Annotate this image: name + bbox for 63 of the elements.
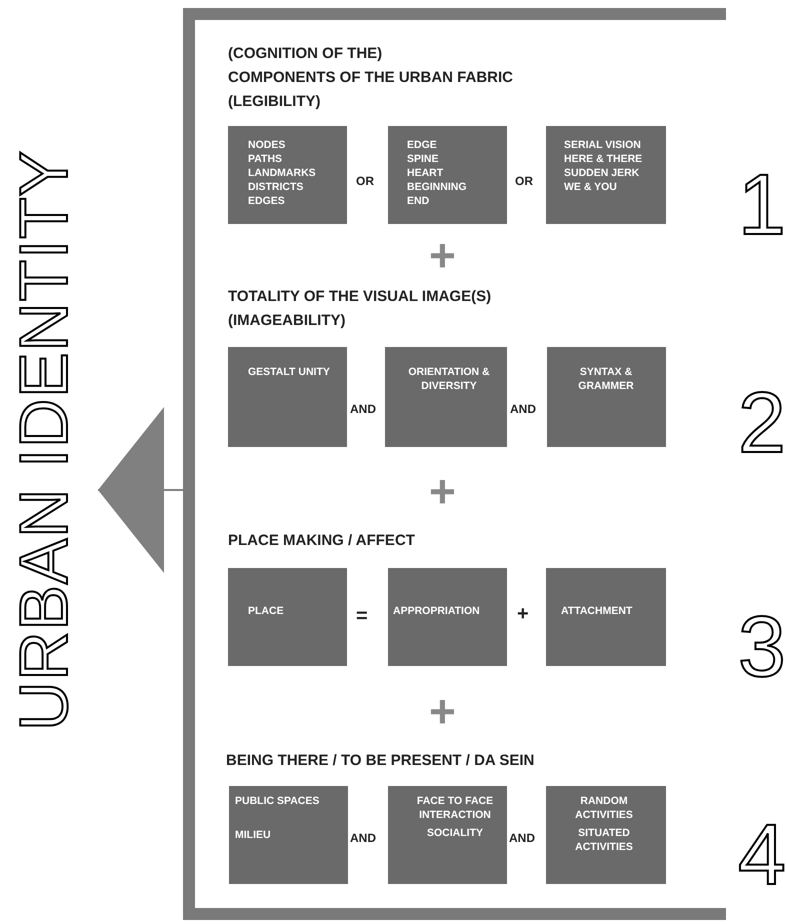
box-text: WE & YOU xyxy=(564,180,618,194)
section-heading: PLACE MAKING / AFFECT xyxy=(228,533,415,548)
concept-box xyxy=(547,347,666,447)
box-text: MILIEU xyxy=(235,828,272,842)
box-text: PATHS xyxy=(248,152,284,166)
box-text: SOCIALITY xyxy=(426,826,484,840)
box-text: ORIENTATION & DIVERSITY xyxy=(407,365,491,393)
concept-box xyxy=(388,126,507,224)
concept-box xyxy=(228,126,347,224)
section-heading: BEING THERE / TO BE PRESENT / DA SEIN xyxy=(226,753,534,768)
box-text: ATTACHMENT xyxy=(561,604,634,618)
concept-box xyxy=(228,347,347,447)
section-heading: (COGNITION OF THE) xyxy=(228,46,382,61)
box-text: SITUATED ACTIVITIES xyxy=(574,826,634,854)
section-heading: (LEGIBILITY) xyxy=(228,94,320,109)
box-text: SYNTAX & GRAMMER xyxy=(577,365,635,393)
section-number: 3 xyxy=(738,604,786,690)
box-text: END xyxy=(407,194,430,208)
concept-box xyxy=(546,126,666,224)
concept-box xyxy=(388,786,507,884)
section-heading: COMPONENTS OF THE URBAN FABRIC xyxy=(228,70,513,85)
operator-text: OR xyxy=(515,175,533,187)
box-text: FACE TO FACE INTERACTION xyxy=(416,794,494,822)
box-text: APPROPRIATION xyxy=(393,604,481,618)
plus-sign: + xyxy=(429,688,456,734)
box-text: SERIAL VISION xyxy=(564,138,642,152)
concept-box xyxy=(388,568,507,666)
concept-box xyxy=(228,568,347,666)
section-heading: TOTALITY OF THE VISUAL IMAGE(S) xyxy=(228,289,492,304)
operator-text: AND xyxy=(510,403,536,415)
operator-text: AND xyxy=(350,403,376,415)
box-text: LANDMARKS xyxy=(248,166,317,180)
section-number: 1 xyxy=(738,162,786,248)
section-number: 2 xyxy=(738,380,786,466)
box-text: NODES xyxy=(248,138,286,152)
concept-box xyxy=(229,786,348,884)
box-text: HEART xyxy=(407,166,444,180)
section-number: 4 xyxy=(738,812,786,898)
box-text: RANDOM ACTIVITIES xyxy=(574,794,634,822)
plus-sign: + xyxy=(429,468,456,514)
operator-text: AND xyxy=(350,832,376,844)
box-text: PLACE xyxy=(248,604,285,618)
box-text: EDGES xyxy=(248,194,286,208)
box-text: DISTRICTS xyxy=(248,180,304,194)
box-text: GESTALT UNITY xyxy=(248,365,331,379)
operator-text: AND xyxy=(509,832,535,844)
concept-box xyxy=(385,347,507,447)
box-text: BEGINNING xyxy=(407,180,468,194)
vertical-title: URBAN IDENTITY xyxy=(10,150,78,731)
box-text: EDGE xyxy=(407,138,438,152)
box-text: SUDDEN JERK xyxy=(564,166,640,180)
box-text: PUBLIC SPACES xyxy=(235,794,320,808)
concept-box xyxy=(546,568,666,666)
equals-sign: = xyxy=(356,606,368,626)
frame-bracket xyxy=(183,8,726,920)
section-heading: (IMAGEABILITY) xyxy=(228,313,346,328)
concept-box xyxy=(546,786,666,884)
pointer-arrow xyxy=(98,407,183,573)
operator-text: OR xyxy=(356,175,374,187)
box-text: HERE & THERE xyxy=(564,152,644,166)
box-text: SPINE xyxy=(407,152,440,166)
plus-sign: + xyxy=(429,232,456,278)
equals-sign: + xyxy=(517,604,529,624)
